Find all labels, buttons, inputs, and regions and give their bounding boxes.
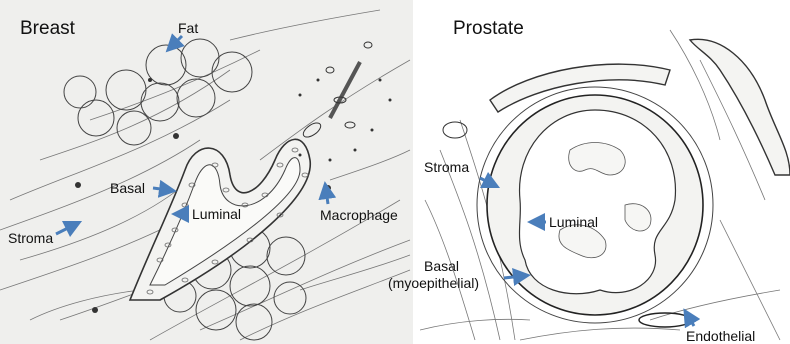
label-myoepithelial: (myoepithelial) (388, 275, 479, 291)
prostate-sketch (420, 0, 790, 344)
label-basal-prostate: Basal (424, 258, 459, 274)
label-endothelial: Endothelial (686, 328, 755, 344)
breast-title: Breast (20, 18, 75, 40)
label-basal-breast: Basal (110, 180, 145, 196)
prostate-panel: Prostate (420, 0, 790, 344)
breast-panel: Breast (0, 0, 413, 344)
label-stroma-breast: Stroma (8, 230, 53, 246)
label-fat: Fat (178, 20, 198, 36)
label-stroma-prostate: Stroma (424, 159, 469, 175)
label-luminal-breast: Luminal (192, 206, 241, 222)
prostate-title: Prostate (453, 18, 524, 40)
label-luminal-prostate: Luminal (549, 214, 598, 230)
breast-sketch (0, 0, 413, 344)
label-macrophage: Macrophage (320, 207, 398, 223)
